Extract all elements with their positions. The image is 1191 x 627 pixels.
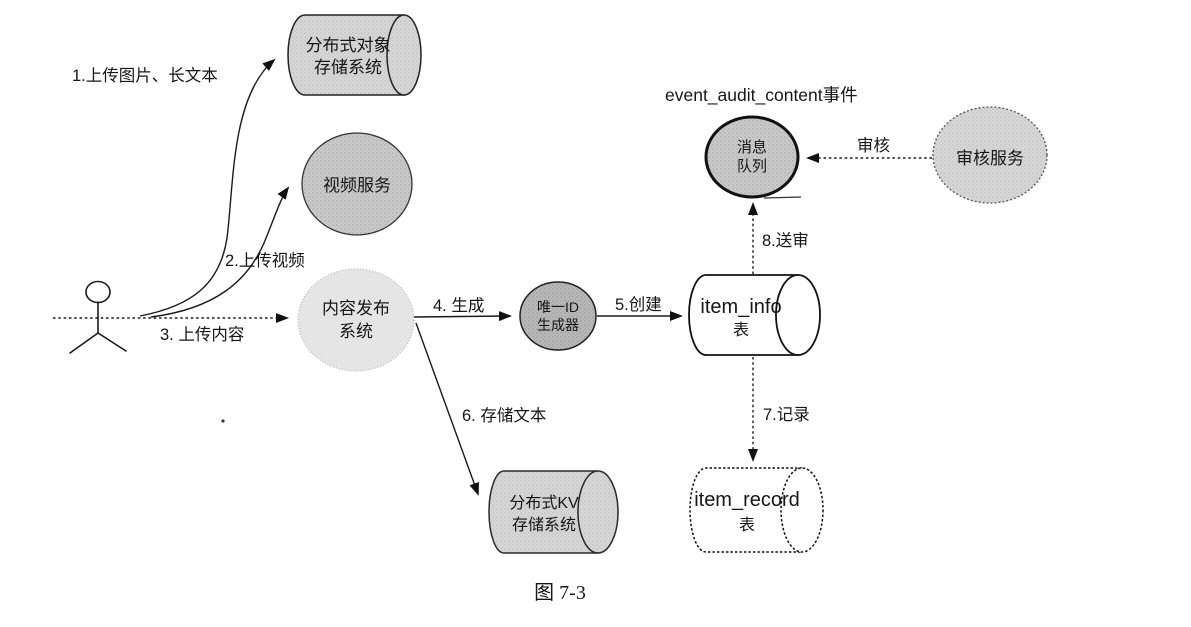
kv-storage-label-line1: 分布式KV <box>509 494 579 512</box>
item-info-label-line2: 表 <box>733 321 749 339</box>
node-content-publish-system: 内容发布 系统 <box>297 268 415 372</box>
node-item-record-table: item_record 表 <box>689 467 824 553</box>
edge-label-record: 7.记录 <box>763 405 810 424</box>
node-audit-service: 审核服务 <box>932 106 1048 204</box>
edge-label-create: 5.创建 <box>615 295 662 314</box>
user-actor <box>69 280 127 354</box>
kv-storage-label-line2: 存储系统 <box>512 516 576 534</box>
item-record-label-line2: 表 <box>739 516 755 534</box>
edge-label-audit: 审核 <box>857 136 890 155</box>
edge-label-generate: 4. 生成 <box>433 296 484 315</box>
id-generator-label-line2: 生成器 <box>537 317 579 333</box>
content-publish-label-line2: 系统 <box>339 322 373 341</box>
edge-label-upload-image: 1.上传图片、长文本 <box>72 66 218 85</box>
item-info-label-line1: item_info <box>700 296 781 318</box>
event-annotation: event_audit_content事件 <box>665 85 858 106</box>
edge-label-upload-video: 2.上传视频 <box>225 251 305 270</box>
audit-service-label: 审核服务 <box>956 149 1024 168</box>
node-video-service: 视频服务 <box>301 132 413 236</box>
object-storage-label-line1: 分布式对象 <box>306 36 391 55</box>
figure-caption: 图 7-3 <box>534 582 586 604</box>
message-queue-label-line2: 队列 <box>737 158 767 175</box>
content-publish-label-line1: 内容发布 <box>322 299 390 318</box>
node-id-generator: 唯一ID 生成器 <box>519 281 597 351</box>
node-message-queue: 消息 队列 <box>704 115 802 199</box>
edge-generate-arrow <box>413 311 512 322</box>
edge-label-submit-audit: 8.送审 <box>762 231 809 250</box>
message-queue-label-line1: 消息 <box>737 139 767 156</box>
node-object-storage-cylinder: 分布式对象 存储系统 <box>287 14 422 96</box>
id-generator-label-line1: 唯一ID <box>537 299 579 315</box>
print-speck <box>221 419 225 423</box>
item-record-label-line1: item_record <box>694 489 800 511</box>
edge-label-store-text: 6. 存储文本 <box>462 406 546 425</box>
queue-underline-mark <box>763 196 802 199</box>
edge-store-text-arrow <box>415 322 479 496</box>
video-service-label: 视频服务 <box>323 176 391 195</box>
edge-upload-video-arrow <box>150 186 290 318</box>
object-storage-label-line2: 存储系统 <box>314 58 382 77</box>
edge-upload-image-arrow <box>139 58 276 317</box>
edge-label-upload-content: 3. 上传内容 <box>160 325 244 344</box>
node-kv-storage-cylinder: 分布式KV 存储系统 <box>488 470 619 554</box>
node-item-info-table: item_info 表 <box>688 274 821 356</box>
